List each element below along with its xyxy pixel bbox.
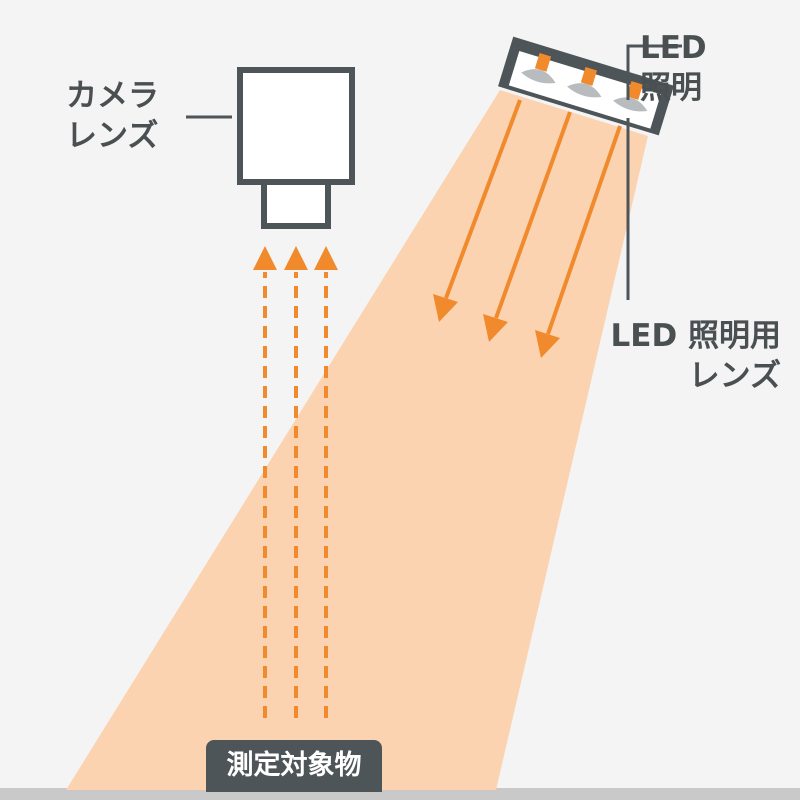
led-chip-1	[534, 52, 552, 72]
reflected-arrow-head-1	[253, 246, 277, 270]
incident-arrow-shaft-2	[494, 111, 572, 319]
led-chip-2	[580, 67, 598, 86]
led-lens-1	[521, 69, 556, 84]
incident-arrow-shaft-1	[444, 99, 522, 299]
led-lens-label-line2: レンズ	[688, 358, 781, 394]
led-lens-label: LED 照明用 レンズ	[603, 316, 781, 396]
incident-arrow-head-3	[535, 330, 560, 358]
reflected-light-arrows	[253, 246, 338, 718]
led-lens-3	[612, 97, 648, 112]
floor	[0, 788, 800, 800]
led-light-label-line1: LED	[640, 30, 707, 66]
camera-lens	[261, 179, 331, 229]
target-object-tag: 測定対象物	[206, 740, 382, 792]
camera-body-icon	[237, 67, 355, 185]
led-light-icon	[498, 36, 674, 136]
led-light-label-line2: 照明	[640, 70, 702, 106]
reflected-arrow-head-3	[314, 246, 338, 270]
led-lens-label-line1: LED 照明用	[610, 318, 781, 354]
led-leader-line	[626, 44, 682, 100]
led-chip-3	[626, 81, 643, 100]
led-light-label: LED 照明	[640, 28, 707, 108]
reflected-arrow-head-2	[284, 246, 308, 270]
incident-arrow-head-2	[483, 314, 508, 342]
camera-lens-label-line1: カメラ	[66, 78, 159, 114]
light-beam	[66, 90, 648, 790]
incident-arrow-shaft-3	[546, 125, 622, 335]
camera-lens-label-line2: レンズ	[66, 118, 159, 154]
camera-lens-label: カメラ レンズ	[66, 76, 159, 156]
led-lens-2	[567, 83, 602, 98]
incident-light-arrows	[433, 99, 622, 358]
incident-arrow-head-1	[433, 294, 458, 322]
